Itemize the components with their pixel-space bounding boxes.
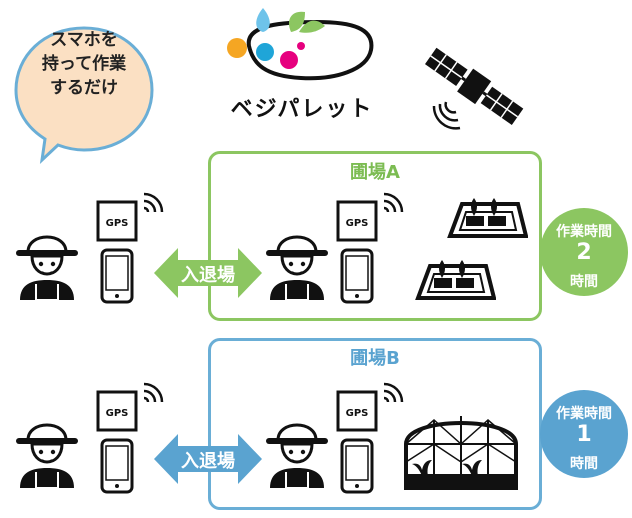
work-time-label-b: 作業時間: [556, 406, 612, 422]
work-time-value-b: 1: [576, 422, 592, 447]
smartphone-gps-icon: GPS: [336, 390, 378, 494]
work-time-unit-a: 時間: [570, 274, 598, 290]
smartphone-gps-icon: GPS: [96, 390, 138, 494]
farmer-icon: [266, 235, 328, 300]
farmer-icon: [16, 235, 78, 300]
seedling-tray-icon: [415, 260, 496, 300]
work-time-badge-a: 作業時間 2 時間: [540, 208, 628, 296]
arrow-label-a: 入退場: [181, 265, 235, 286]
bubble-line-3: するだけ: [50, 78, 118, 98]
smartphone-gps-icon: GPS: [96, 200, 138, 304]
work-time-badge-b: 作業時間 1 時間: [540, 390, 628, 478]
signal-icon: [143, 382, 164, 403]
field-a-title: 圃場A: [350, 162, 400, 183]
smartphone-gps-icon: GPS: [336, 200, 378, 304]
work-time-label-a: 作業時間: [556, 224, 612, 240]
speech-bubble-icon: [14, 26, 154, 164]
signal-icon: [143, 192, 164, 213]
bubble-line-1: スマホを: [50, 30, 118, 50]
farmer-icon: [16, 423, 78, 488]
work-time-value-a: 2: [576, 240, 592, 265]
double-arrow-icon: [154, 434, 262, 484]
gps-label: GPS: [106, 408, 129, 419]
signal-icon: [383, 382, 404, 403]
bubble-line-2: 持って作業: [41, 54, 127, 74]
work-time-unit-b: 時間: [570, 456, 598, 472]
gps-label: GPS: [346, 408, 369, 419]
field-a-box: [208, 151, 542, 321]
farmer-icon: [266, 423, 328, 488]
brand-name: ベジパレット: [230, 97, 374, 122]
bubble-text: スマホを 持って作業 するだけ: [12, 28, 156, 100]
arrow-label-b: 入退場: [181, 451, 235, 472]
gps-label: GPS: [106, 218, 129, 229]
signal-icon: [383, 192, 404, 213]
logo-icon: [227, 8, 374, 81]
double-arrow-icon: [154, 248, 262, 298]
seedling-tray-icon: [447, 198, 528, 238]
field-b-title: 圃場B: [350, 348, 400, 369]
greenhouse-icon: [404, 416, 518, 490]
satellite-icon: [424, 47, 524, 130]
gps-label: GPS: [346, 218, 369, 229]
